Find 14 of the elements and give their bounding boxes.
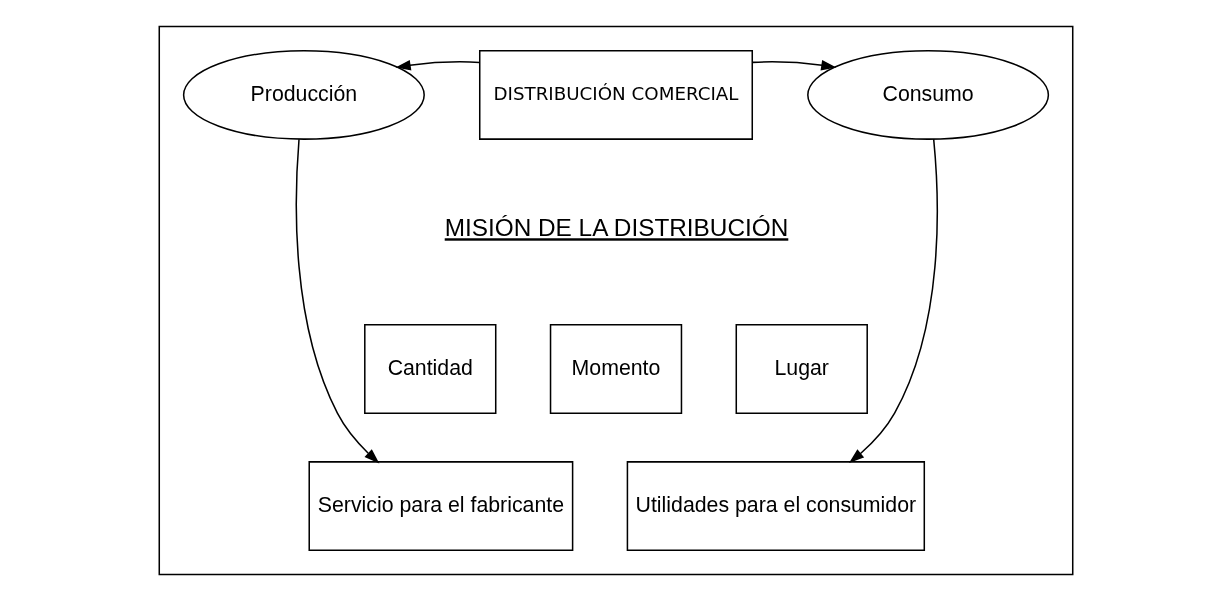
- cluster: [158, 25, 1073, 576]
- node-ellipse: Consumo: [806, 50, 1049, 140]
- node-box: Utilidades para el consumidor: [626, 461, 925, 551]
- arrow: [848, 138, 938, 463]
- arrow: [395, 59, 480, 71]
- node-box: Momento: [549, 324, 682, 414]
- arrow: [295, 138, 379, 464]
- node-box: Lugar: [735, 324, 868, 414]
- node-ellipse: Producción: [182, 50, 425, 140]
- node-box: Cantidad: [363, 324, 496, 414]
- label: MISIÓN DE LA DISTRIBUCIÓN: [444, 214, 788, 242]
- node-box: DISTRIBUCIÓN COMERCIAL: [478, 50, 753, 140]
- arrow: [751, 59, 836, 71]
- node-box: Servicio para el fabricante: [307, 461, 573, 551]
